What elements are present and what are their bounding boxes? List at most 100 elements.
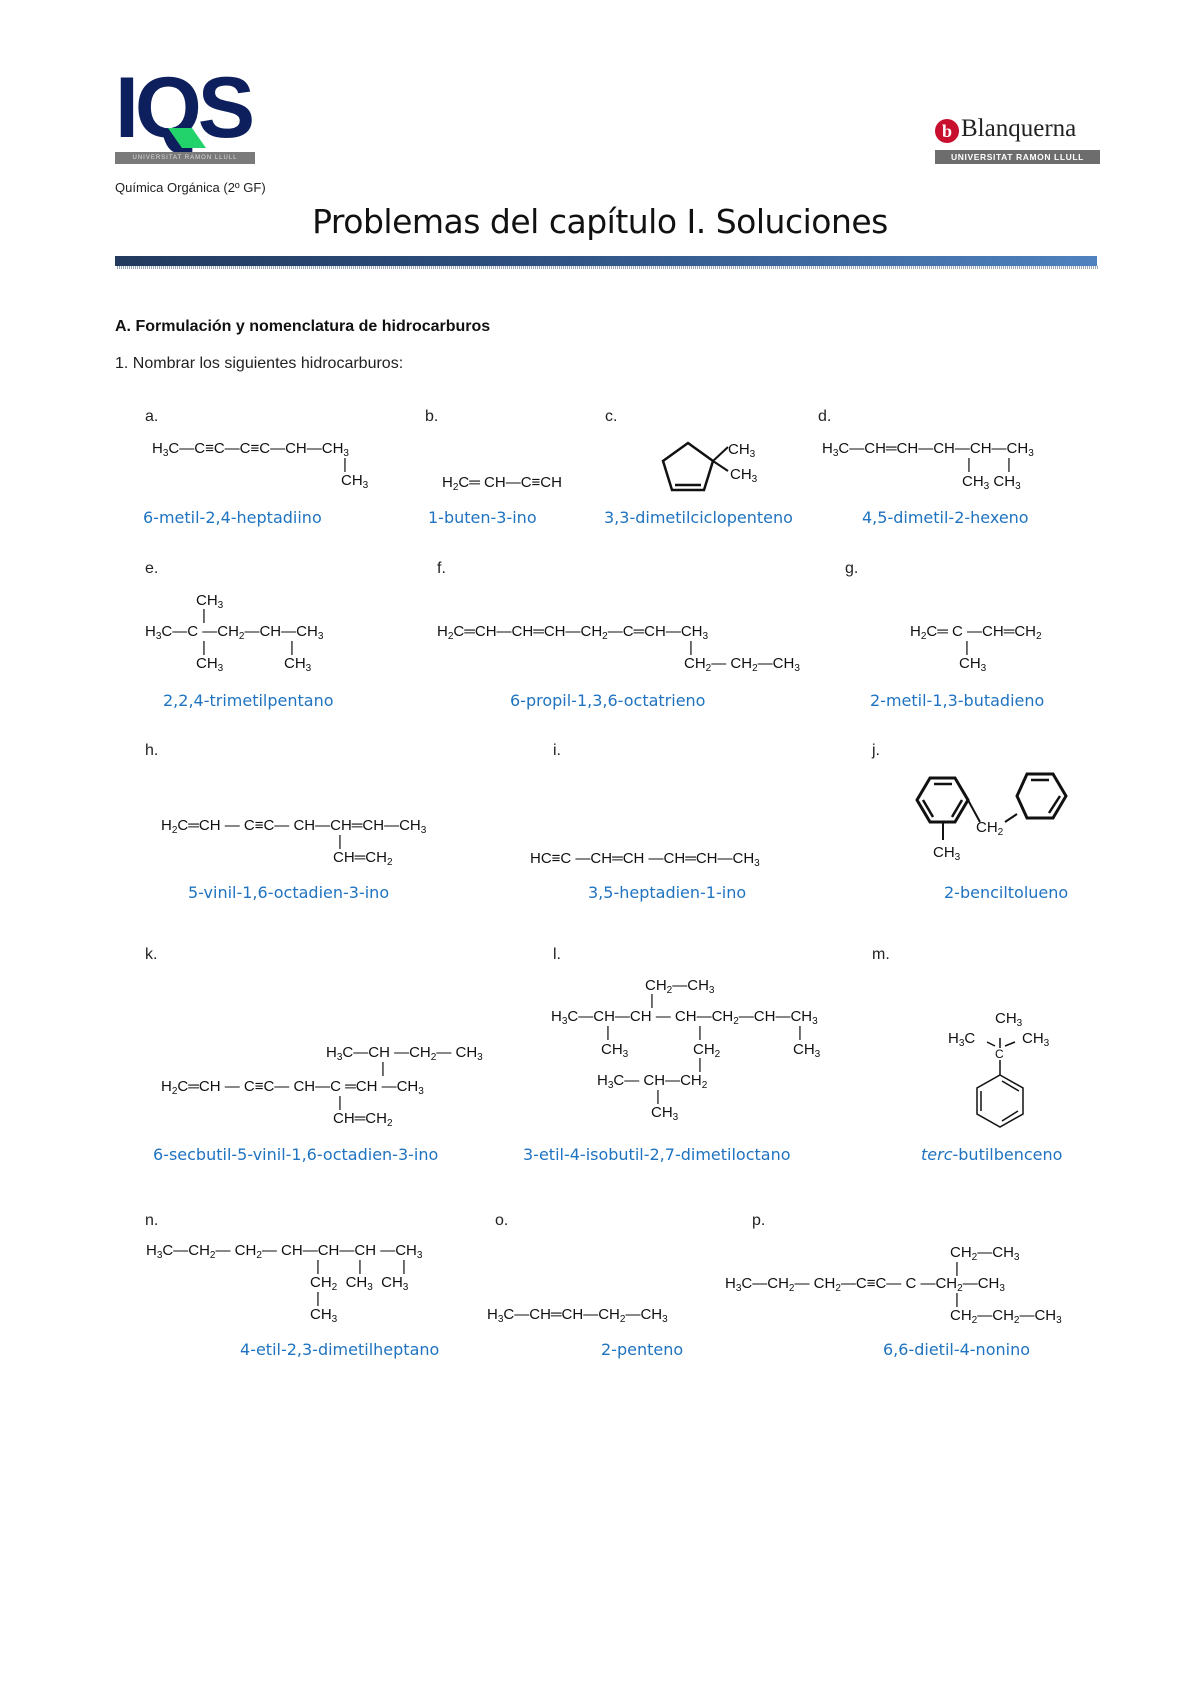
formula-p-top: CH2—CH3: [950, 1244, 1020, 1263]
answer-k: 6-secbutil-5-vinil-1,6-octadien-3-ino: [153, 1145, 439, 1164]
formula-l-row3: H3C— CH—CH2: [597, 1072, 708, 1091]
formula-k-bond: |: [338, 1094, 342, 1111]
formula-f-bond: |: [689, 639, 693, 656]
formula-l-row2b: CH2: [693, 1041, 721, 1060]
answer-o: 2-penteno: [601, 1340, 684, 1359]
formula-h-bond: |: [338, 833, 342, 850]
formula-f-main: H2C═CH—CH═CH—CH2—C═CH—CH3: [437, 623, 709, 642]
formula-a-branch: CH3: [341, 472, 369, 491]
blanquerna-logo: b Blanquerna UNIVERSITAT RAMON LLULL: [935, 115, 1100, 167]
answer-i: 3,5-heptadien-1-ino: [588, 883, 747, 902]
page-title: Problemas del capítulo I. Soluciones: [312, 202, 888, 241]
formula-n-bond3: |: [402, 1258, 406, 1275]
formula-d-bond1: |: [967, 456, 971, 473]
answer-a: 6-metil-2,4-heptadiino: [143, 508, 322, 527]
formula-g-bond: |: [965, 639, 969, 656]
formula-p-main: H3C—CH2— CH2—C≡C— C —CH2—CH3: [725, 1275, 1005, 1294]
problem-label: j.: [872, 742, 880, 759]
problem-label: m.: [872, 946, 890, 963]
answer-n: 4-etil-2,3-dimetilheptano: [240, 1340, 440, 1359]
answer-f: 6-propil-1,3,6-octatrieno: [510, 691, 706, 710]
formula-l-bond1: |: [606, 1024, 610, 1041]
formula-l-bond4: |: [698, 1056, 702, 1073]
formula-n-main: H3C—CH2— CH2— CH—CH—CH —CH3: [146, 1242, 423, 1261]
title-divider-shadow: [117, 266, 1099, 269]
formula-e-top: CH3: [196, 592, 224, 611]
answer-d: 4,5-dimetil-2-hexeno: [862, 508, 1029, 527]
problem-label: h.: [145, 742, 159, 759]
title-divider: [115, 256, 1097, 266]
problem-label: l.: [553, 946, 561, 963]
blanquerna-logo-text: Blanquerna: [961, 115, 1077, 142]
formula-l-bond-top: |: [650, 992, 654, 1009]
formula-j-sub1: CH2: [976, 819, 1004, 838]
formula-b-main: H2C═ CH—C≡CH: [442, 474, 562, 493]
answer-m: terc-butilbenceno: [921, 1145, 1062, 1164]
formula-e-branch2: CH3: [284, 655, 312, 674]
svg-text:C: C: [995, 1047, 1004, 1061]
answer-b: 1-buten-3-ino: [428, 508, 537, 527]
iqs-logo-subtitle: UNIVERSITAT RAMON LLULL: [115, 152, 255, 164]
formula-n-bond1: |: [316, 1258, 320, 1275]
problem-label: k.: [145, 946, 158, 963]
formula-h-main: H2C═CH — C≡C— CH—CH═CH—CH3: [161, 817, 427, 836]
problem-label: n.: [145, 1212, 159, 1229]
formula-j-sub2: CH3: [933, 844, 961, 863]
formula-c-sub1: CH3: [728, 441, 756, 460]
problem-label: i.: [553, 742, 561, 759]
formula-l-main: H3C—CH—CH — CH—CH2—CH—CH3: [551, 1008, 818, 1027]
answer-m-suffix: -butilbenceno: [952, 1145, 1063, 1164]
formula-m-right: CH3: [1022, 1030, 1050, 1049]
formula-k-bond-top: |: [381, 1060, 385, 1077]
blanquerna-logo-subtitle: UNIVERSITAT RAMON LLULL: [935, 150, 1100, 164]
formula-p-bond-bottom: |: [955, 1291, 959, 1308]
answer-c: 3,3-dimetilciclopenteno: [604, 508, 793, 527]
iqs-logo: IQS UNIVERSITAT RAMON LLULL: [115, 65, 255, 170]
formula-p-bond-top: |: [955, 1260, 959, 1277]
formula-n-bond4: |: [316, 1290, 320, 1307]
problem-label: o.: [495, 1212, 509, 1229]
formula-a-bond: |: [343, 456, 347, 473]
cyclopentene-ring-icon: [661, 441, 729, 492]
formula-l-bond5: |: [656, 1088, 660, 1105]
problem-label: a.: [145, 408, 159, 425]
formula-l-bond3: |: [798, 1024, 802, 1041]
course-name: Química Orgánica (2º GF): [115, 180, 266, 195]
formula-h-branch: CH═CH2: [333, 849, 393, 868]
formula-c-sub2: CH3: [730, 466, 758, 485]
answer-l: 3-etil-4-isobutil-2,7-dimetiloctano: [523, 1145, 791, 1164]
problem-label: p.: [752, 1212, 766, 1229]
problem-label: c.: [605, 408, 618, 425]
section-heading: A. Formulación y nomenclatura de hidroca…: [115, 318, 491, 335]
answer-j: 2-benciltolueno: [944, 883, 1069, 902]
formula-l-row2a: CH3: [601, 1041, 629, 1060]
formula-l-bond2: |: [698, 1024, 702, 1041]
formula-p-bottom: CH2—CH2—CH3: [950, 1307, 1062, 1326]
answer-g: 2-metil-1,3-butadieno: [870, 691, 1045, 710]
answer-p: 6,6-dietil-4-nonino: [883, 1340, 1030, 1359]
formula-e-main: H3C—C —CH2—CH—CH3: [145, 623, 324, 642]
question-text: 1. Nombrar los siguientes hidrocarburos:: [115, 355, 404, 372]
tert-butylbenzene-ring-icon: C: [976, 1038, 1024, 1128]
problem-label: g.: [845, 560, 859, 577]
formula-i-main: HC≡C —CH═CH —CH═CH—CH3: [530, 850, 760, 869]
formula-d-branches: CH3 CH3: [962, 473, 1021, 492]
answer-e: 2,2,4-trimetilpentano: [163, 691, 334, 710]
formula-l-row4: CH3: [651, 1104, 679, 1123]
formula-e-bond-top: |: [202, 607, 206, 624]
formula-n-row3: CH3: [310, 1306, 338, 1325]
formula-k-top: H3C—CH —CH2— CH3: [326, 1044, 483, 1063]
formula-m-top: CH3: [995, 1010, 1023, 1029]
problem-label: f.: [437, 560, 446, 577]
formula-n-bond2: |: [358, 1258, 362, 1275]
formula-e-bond2: |: [290, 639, 294, 656]
answer-h: 5-vinil-1,6-octadien-3-ino: [188, 883, 390, 902]
blanquerna-logo-icon: b: [935, 119, 959, 143]
formula-n-row2: CH2 CH3 CH3: [310, 1274, 409, 1293]
formula-f-branch: CH2— CH2—CH3: [684, 655, 800, 674]
formula-a-main: H3C—C≡C—C≡C—CH—CH3: [152, 440, 349, 459]
formula-g-main: H2C═ C —CH═CH2: [910, 623, 1042, 642]
formula-k-branch: CH═CH2: [333, 1110, 393, 1129]
problem-label: b.: [425, 408, 439, 425]
formula-e-bond1: |: [202, 639, 206, 656]
